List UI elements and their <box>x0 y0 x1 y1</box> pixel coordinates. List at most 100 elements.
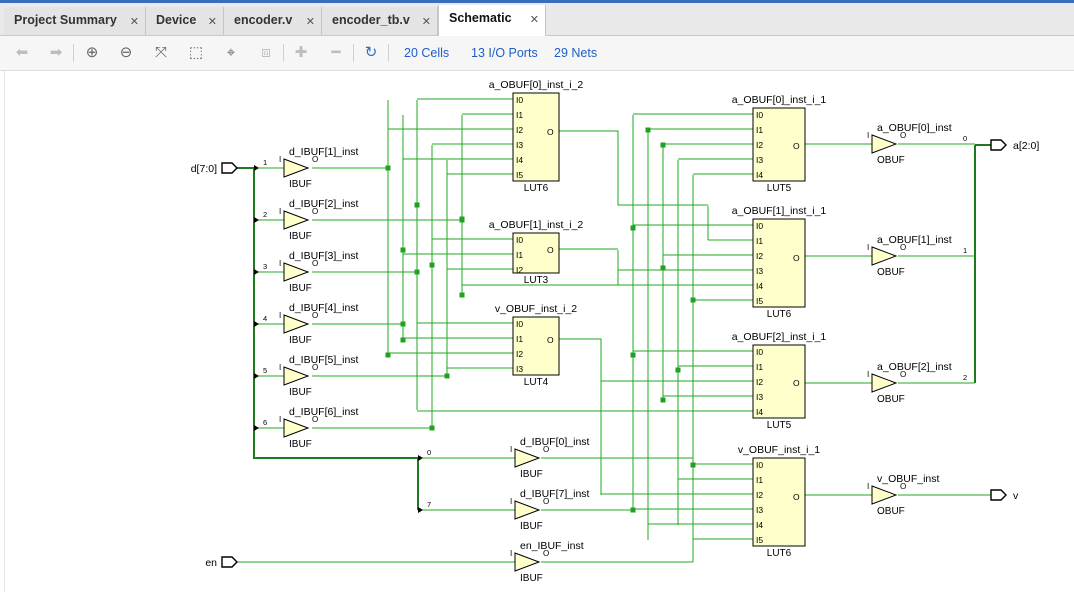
close-icon[interactable]: ✕ <box>129 16 139 28</box>
cell-type: LUT5 <box>767 420 792 431</box>
bus-tap-arrow <box>254 269 259 275</box>
bus-d <box>253 168 419 510</box>
lut-cell <box>512 232 560 274</box>
net-junction <box>645 127 651 133</box>
crosshair-icon[interactable]: ⌖ <box>226 44 236 61</box>
cell-name: v_OBUF_inst <box>877 473 940 485</box>
refresh-icon[interactable]: ↻ <box>364 44 378 61</box>
cell-type: IBUF <box>289 387 312 398</box>
pin-label: O <box>900 243 906 252</box>
net-junction <box>429 262 435 268</box>
pin-label: O <box>793 378 800 388</box>
pin-label: I2 <box>756 251 763 261</box>
pin-label: I0 <box>756 110 763 120</box>
pin-label: O <box>312 363 318 372</box>
bus-tap-arrow <box>254 165 259 171</box>
ibuf-cell <box>283 210 310 230</box>
port-en <box>221 556 238 568</box>
bus-tap-arrow <box>418 507 423 513</box>
cell-type: LUT6 <box>767 548 792 559</box>
cell-name: d_IBUF[3]_inst <box>289 250 359 262</box>
pin-label: I4 <box>756 170 763 180</box>
bus-tap-label: 1 <box>963 246 967 255</box>
cell-type: IBUF <box>289 335 312 346</box>
tab-project-summary[interactable]: Project Summary ✕ <box>4 7 146 35</box>
bus-tap-label: 7 <box>427 500 431 509</box>
remove-icon[interactable]: ━ <box>331 44 341 61</box>
bus-tap-label: 0 <box>963 134 967 143</box>
pin-label: I2 <box>756 140 763 150</box>
pin-label: I1 <box>756 362 763 372</box>
net-junction <box>459 216 465 222</box>
pin-label: O <box>793 492 800 502</box>
pin-label: I1 <box>516 110 523 120</box>
tab-encoder-v[interactable]: encoder.v ✕ <box>224 7 322 35</box>
forward-icon[interactable]: ➡ <box>49 44 63 61</box>
add-icon[interactable]: ✚ <box>294 44 308 61</box>
cell-name: a_OBUF[2]_inst_i_1 <box>732 331 827 343</box>
cell-type: LUT4 <box>524 377 549 388</box>
pin-label: I2 <box>516 265 523 275</box>
back-icon[interactable]: ⬅ <box>15 44 29 61</box>
net-wire <box>559 338 602 495</box>
io-ports-link[interactable]: 13 I/O Ports <box>471 46 538 60</box>
pin-label: I0 <box>516 95 523 105</box>
net-junction <box>690 297 696 303</box>
pin-label: O <box>900 370 906 379</box>
pin-label: I <box>279 207 281 216</box>
net-junction <box>660 265 666 271</box>
cell-name: d_IBUF[2]_inst <box>289 198 359 210</box>
close-icon[interactable]: ✕ <box>207 16 217 28</box>
net-junction <box>660 142 666 148</box>
net-junction <box>400 337 406 343</box>
pin-label: I <box>279 259 281 268</box>
cell-type: OBUF <box>877 506 905 517</box>
net-junction <box>385 165 391 171</box>
pin-label: I2 <box>756 490 763 500</box>
cell-name: d_IBUF[4]_inst <box>289 302 359 314</box>
pin-label: I2 <box>756 377 763 387</box>
tab-schematic[interactable]: Schematic ✕ <box>438 5 546 36</box>
nets-link[interactable]: 29 Nets <box>554 46 598 60</box>
net-junction <box>630 507 636 513</box>
cells-link[interactable]: 20 Cells <box>404 46 450 60</box>
pin-label: I3 <box>756 505 763 515</box>
close-icon[interactable]: ✕ <box>305 16 315 28</box>
zoom-out-icon[interactable]: ⊖ <box>119 44 133 61</box>
pin-label: O <box>312 259 318 268</box>
cell-type: IBUF <box>289 179 312 190</box>
regenerate-icon[interactable]: ⧈ <box>261 44 271 61</box>
toolbar: ⬅ ➡ ⊕ ⊖ ⤧ ⬚ ⌖ ⧈ ✚ ━ ↻ 20 Cells 13 I/O Po… <box>0 36 1074 71</box>
pin-label: I4 <box>756 520 763 530</box>
pin-label: I0 <box>516 235 523 245</box>
ibuf-cell <box>283 314 310 334</box>
zoom-area-icon[interactable]: ⬚ <box>188 44 204 61</box>
fit-icon[interactable]: ⤧ <box>154 44 167 61</box>
pin-label: I <box>510 445 512 454</box>
pin-label: I5 <box>756 535 763 545</box>
tab-label: Device <box>156 13 197 27</box>
close-icon[interactable]: ✕ <box>421 16 431 28</box>
port-v <box>990 489 1007 501</box>
ibuf-cell <box>514 500 541 520</box>
pin-label: O <box>900 131 906 140</box>
cell-name: a_OBUF[2]_inst <box>877 361 952 373</box>
port-a <box>990 139 1007 151</box>
pin-label: I0 <box>756 460 763 470</box>
obuf-cell <box>871 485 898 505</box>
port-label: a[2:0] <box>1013 140 1039 152</box>
tab-encoder-tb-v[interactable]: encoder_tb.v ✕ <box>322 7 438 35</box>
tab-device[interactable]: Device ✕ <box>146 7 224 35</box>
port-label: d[7:0] <box>191 163 217 175</box>
pin-label: I1 <box>756 236 763 246</box>
net-junction <box>690 462 696 468</box>
pin-label: I3 <box>756 266 763 276</box>
zoom-in-icon[interactable]: ⊕ <box>85 44 99 61</box>
pin-label: I <box>279 155 281 164</box>
ibuf-cell <box>514 448 541 468</box>
pin-label: I1 <box>516 250 523 260</box>
cell-type: LUT6 <box>524 183 549 194</box>
close-icon[interactable]: ✕ <box>529 14 539 26</box>
pin-label: I <box>867 482 869 491</box>
